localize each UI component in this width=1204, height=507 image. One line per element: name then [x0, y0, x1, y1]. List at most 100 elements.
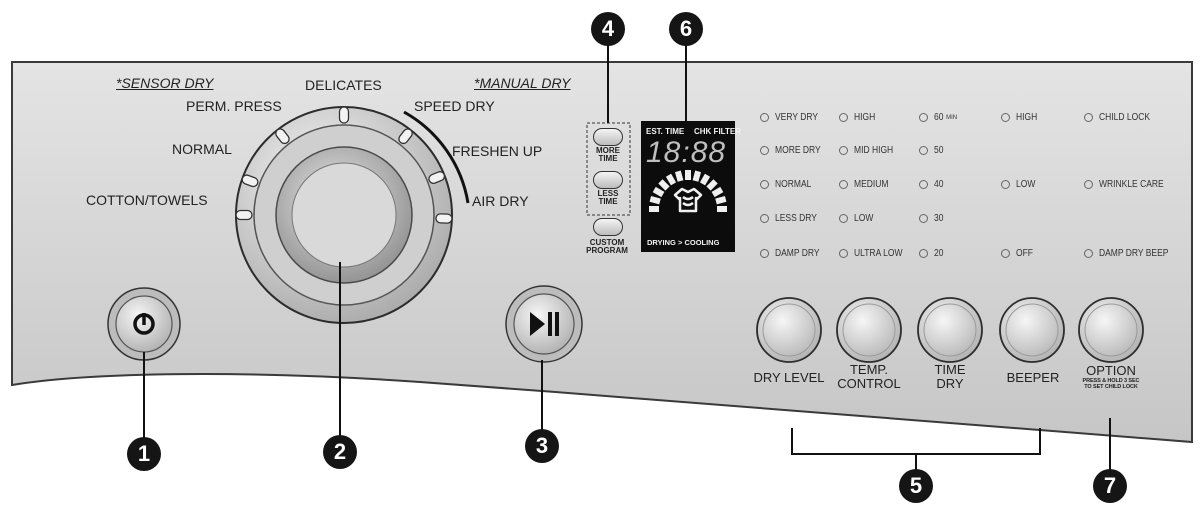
option-indicator: 20 [919, 248, 945, 259]
est-time-label: EST. TIME [646, 127, 685, 136]
indicator-light-icon [760, 249, 769, 258]
option-indicator: HIGH [839, 112, 879, 123]
time-dry-button[interactable] [917, 297, 983, 363]
start-pause-button[interactable] [505, 285, 583, 363]
program-delicates: DELICATES [305, 77, 382, 93]
power-button[interactable] [107, 287, 181, 361]
indicator-light-icon [760, 180, 769, 189]
option-indicator: MID HIGH [839, 145, 900, 156]
temp-control-label: TEMP.CONTROL [837, 362, 901, 391]
progress-segment [685, 170, 691, 180]
option-indicator-label: NORMAL [775, 179, 812, 190]
sensor-dry-heading: *SENSOR DRY [116, 75, 214, 91]
indicator-light-icon [839, 113, 848, 122]
callout-1: 1 [127, 437, 161, 471]
callout-4: 4 [591, 12, 625, 46]
option-label: OPTION PRESS & HOLD 3 SEC TO SET CHILD L… [1068, 364, 1154, 391]
progress-segment [692, 170, 701, 182]
option-indicator: CHILD LOCK [1084, 112, 1159, 123]
progress-segment [711, 186, 724, 198]
callout-5: 5 [899, 469, 933, 503]
dial-position-indicator [235, 209, 253, 221]
program-cotton-towels: COTTON/TOWELS [86, 192, 208, 208]
option-button[interactable] [1078, 297, 1144, 363]
option-indicator: MEDIUM [839, 179, 895, 190]
manual-dry-arc [403, 110, 470, 204]
less-time-button[interactable] [593, 171, 623, 189]
dial-position-indicator [428, 171, 446, 185]
option-indicator-label: MID HIGH [854, 145, 894, 156]
dial-position-indicator [241, 174, 259, 188]
program-air-dry: AIR DRY [472, 193, 529, 209]
progress-segment [665, 173, 677, 186]
indicator-light-icon [1084, 249, 1093, 258]
dial-position-indicator [275, 128, 290, 145]
progress-segment [649, 196, 661, 205]
indicator-light-icon [839, 249, 848, 258]
option-indicator-label: VERY DRY [775, 112, 819, 123]
option-indicator: LESS DRY [760, 213, 824, 224]
shirt-icon [673, 187, 703, 213]
indicator-light-icon [1001, 113, 1010, 122]
option-indicator: OFF [1001, 248, 1036, 259]
time-readout: 18:88 [646, 136, 727, 169]
option-indicator: HIGH [1001, 112, 1041, 123]
option-indicator: DAMP DRY BEEP [1084, 248, 1181, 259]
option-indicator-label: MORE DRY [775, 145, 821, 156]
chk-filter-label: CHK FILTER [694, 127, 741, 136]
play-pause-icon [530, 312, 559, 336]
option-indicator-label: 20 [934, 248, 944, 259]
dial-position-indicator [398, 128, 413, 145]
dry-level-label: DRY LEVEL [753, 370, 825, 385]
progress-segment [652, 186, 665, 198]
progress-segment [706, 179, 718, 191]
callout-3: 3 [525, 429, 559, 463]
indicator-light-icon [1001, 249, 1010, 258]
option-indicator-label: LESS DRY [775, 213, 817, 224]
option-indicator-label: 50 [934, 145, 944, 156]
dial-position-indicator [338, 106, 350, 124]
indicator-light-icon [760, 146, 769, 155]
callout-7: 7 [1093, 469, 1127, 503]
indicator-light-icon [839, 146, 848, 155]
option-indicator-label: 40 [934, 179, 944, 190]
indicator-light-icon [760, 113, 769, 122]
beeper-button[interactable] [999, 297, 1065, 363]
time-unit-label: MIN [946, 114, 958, 121]
option-indicator: WRINKLE CARE [1084, 179, 1175, 190]
indicator-light-icon [1084, 180, 1093, 189]
custom-program-button[interactable] [593, 218, 623, 236]
option-indicator: 30 [919, 213, 945, 224]
dial-position-indicator [435, 213, 453, 224]
callout-6: 6 [669, 12, 703, 46]
option-indicator-label: 30 [934, 213, 944, 224]
progress-segment [675, 170, 684, 182]
option-indicator-label: LOW [1016, 179, 1036, 190]
indicator-light-icon [839, 214, 848, 223]
cycle-dial[interactable] [235, 106, 470, 324]
option-indicator-label: MEDIUM [854, 179, 889, 190]
option-indicator-label: HIGH [1016, 112, 1038, 123]
indicator-light-icon [1084, 113, 1093, 122]
option-note-line-1: PRESS & HOLD 3 SEC [1082, 378, 1140, 384]
option-indicator-label: LOW [854, 213, 874, 224]
drying-progress-graphic [649, 170, 727, 213]
indicator-light-icon [919, 180, 928, 189]
more-time-button[interactable] [593, 128, 623, 146]
program-speed-dry: SPEED DRY [414, 98, 495, 114]
progress-segment [658, 179, 670, 191]
indicator-light-icon [919, 249, 928, 258]
callout-2: 2 [323, 435, 357, 469]
dry-level-button[interactable] [756, 297, 822, 363]
progress-segment [699, 173, 711, 186]
callout-lines [143, 44, 1111, 476]
indicator-light-icon [919, 113, 928, 122]
temp-control-button[interactable] [836, 297, 902, 363]
option-indicator-label: ULTRA LOW [854, 248, 903, 259]
option-indicator: LOW [839, 213, 877, 224]
